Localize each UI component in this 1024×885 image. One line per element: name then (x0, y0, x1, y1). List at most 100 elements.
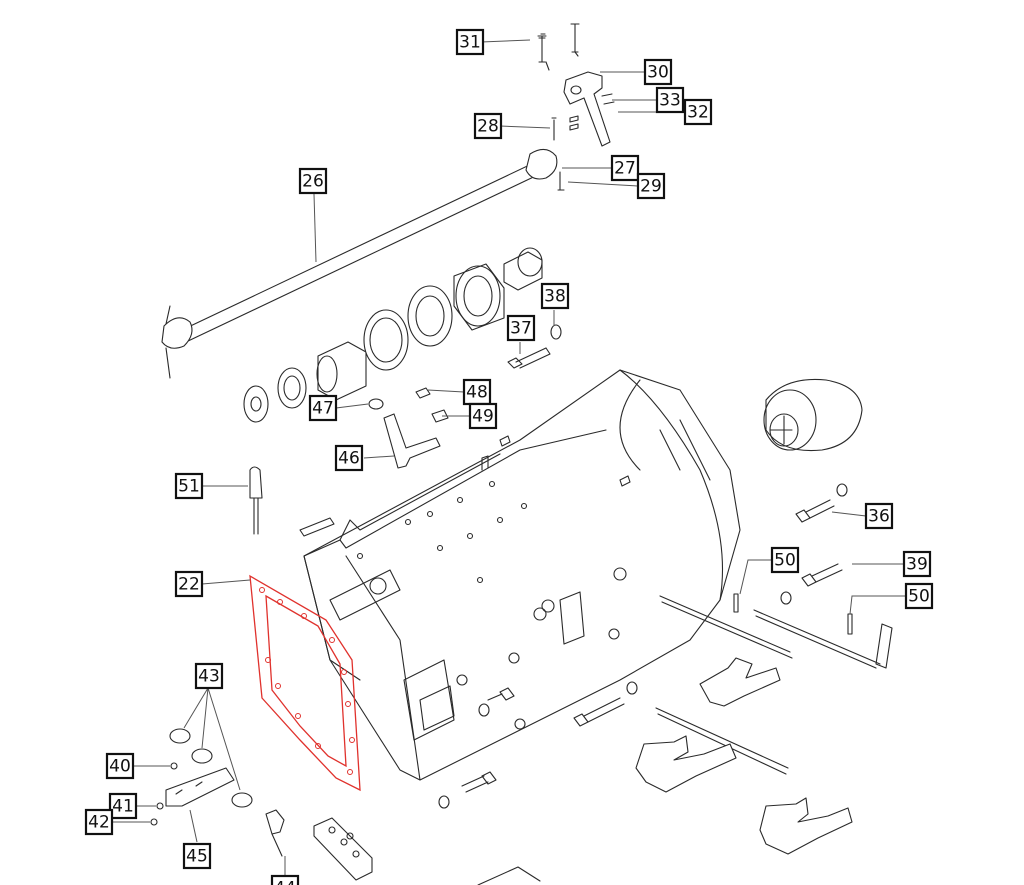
callout-28[interactable]: 28 (473, 112, 503, 140)
callout-22[interactable]: 22 (174, 570, 204, 598)
callout-box (540, 282, 570, 310)
callout-box (194, 662, 224, 690)
part-washer-38[interactable] (550, 324, 562, 340)
callout-number: 37 (510, 319, 532, 339)
callout-box (182, 842, 212, 870)
callout-number: 43 (198, 667, 220, 687)
part-pin-50b[interactable] (847, 613, 853, 635)
callout-number: 38 (544, 287, 566, 307)
part-clutch-hub[interactable] (453, 263, 505, 331)
callout-47[interactable]: 47 (308, 394, 338, 422)
part-shift-fork-right[interactable] (759, 797, 853, 855)
callout-46[interactable]: 46 (334, 444, 364, 472)
callout-number: 28 (477, 117, 499, 137)
callout-number: 44 (274, 879, 296, 885)
part-shift-fork-lower[interactable] (635, 735, 737, 793)
callout-50b[interactable]: 50 (904, 582, 934, 610)
callout-42[interactable]: 42 (84, 808, 114, 836)
callout-box (683, 98, 713, 126)
callout-26[interactable]: 26 (298, 167, 328, 195)
part-clip-49[interactable] (431, 409, 449, 423)
part-lever-30[interactable] (563, 71, 615, 147)
callout-32[interactable]: 32 (683, 98, 713, 126)
callout-number: 50 (774, 551, 796, 571)
part-bearing-sleeve[interactable] (316, 341, 367, 401)
callout-number: 47 (312, 399, 334, 419)
part-bolts-31[interactable] (537, 23, 580, 71)
callout-45[interactable]: 45 (182, 842, 212, 870)
part-gasket-22[interactable] (249, 574, 361, 792)
part-small-40-42[interactable] (150, 762, 178, 826)
callout-48[interactable]: 48 (462, 378, 492, 406)
callout-number: 30 (647, 63, 669, 83)
callout-box (904, 582, 934, 610)
callout-box (610, 154, 640, 182)
part-ring-large[interactable] (363, 309, 409, 371)
part-selector-shaft-46[interactable] (383, 413, 441, 469)
part-oring-47[interactable] (368, 398, 384, 410)
callout-box (298, 167, 328, 195)
callout-27[interactable]: 27 (610, 154, 640, 182)
callout-number: 41 (112, 797, 134, 817)
callout-51[interactable]: 51 (174, 472, 204, 500)
callout-box (462, 378, 492, 406)
part-shift-rails[interactable] (655, 595, 893, 775)
callout-number: 39 (906, 555, 928, 575)
callout-number: 51 (178, 477, 200, 497)
callout-37[interactable]: 37 (506, 314, 536, 342)
callout-box (506, 314, 536, 342)
callout-49[interactable]: 49 (468, 402, 498, 430)
part-bolt-lower-b[interactable] (438, 771, 497, 809)
callout-box (902, 550, 932, 578)
callout-number: 22 (178, 575, 200, 595)
part-transmission-housing[interactable] (299, 369, 741, 781)
callout-44[interactable]: 44 (270, 874, 300, 885)
callout-number: 46 (338, 449, 360, 469)
part-pins-32-33[interactable] (569, 115, 579, 131)
part-clip-48[interactable] (415, 387, 431, 399)
callout-number: 50 (908, 587, 930, 607)
callout-box (108, 792, 138, 820)
part-breather-51[interactable] (249, 466, 263, 535)
part-bolt-lower-c[interactable] (478, 687, 515, 717)
callout-number: 29 (640, 177, 662, 197)
callout-box (84, 808, 114, 836)
callout-40[interactable]: 40 (105, 752, 135, 780)
callout-box (174, 570, 204, 598)
part-shift-rod-26[interactable] (161, 117, 565, 379)
callout-39[interactable]: 39 (902, 550, 932, 578)
part-seal[interactable] (277, 367, 307, 409)
part-plug-44[interactable] (265, 809, 285, 857)
callout-38[interactable]: 38 (540, 282, 570, 310)
callout-30[interactable]: 30 (643, 58, 673, 86)
part-orings-43[interactable] (169, 728, 253, 808)
part-pin-50a[interactable] (733, 593, 739, 613)
part-bracket-45[interactable] (165, 767, 235, 807)
part-bolt-lower-a[interactable] (573, 681, 638, 727)
callout-31[interactable]: 31 (455, 28, 485, 56)
callout-43[interactable]: 43 (194, 662, 224, 690)
callout-box (455, 28, 485, 56)
part-clutch-assembly[interactable] (763, 378, 863, 452)
callout-29[interactable]: 29 (636, 172, 666, 200)
part-bolt-37[interactable] (507, 347, 551, 369)
callout-box (105, 752, 135, 780)
part-shift-fork-upper[interactable] (699, 657, 781, 707)
part-release-sleeve[interactable] (503, 247, 543, 291)
callout-number: 49 (472, 407, 494, 427)
callout-33[interactable]: 33 (655, 86, 685, 114)
callout-41[interactable]: 41 (108, 792, 138, 820)
callout-50a[interactable]: 50 (770, 546, 800, 574)
part-cover-plate[interactable] (313, 817, 541, 885)
callout-number: 26 (302, 172, 324, 192)
part-bolt-36[interactable] (795, 483, 848, 523)
callout-box (643, 58, 673, 86)
part-bearing[interactable] (407, 285, 453, 347)
callout-box (468, 402, 498, 430)
part-washer[interactable] (243, 385, 269, 423)
part-bolt-39[interactable] (780, 563, 843, 605)
callout-36[interactable]: 36 (864, 502, 894, 530)
callout-number: 40 (109, 757, 131, 777)
